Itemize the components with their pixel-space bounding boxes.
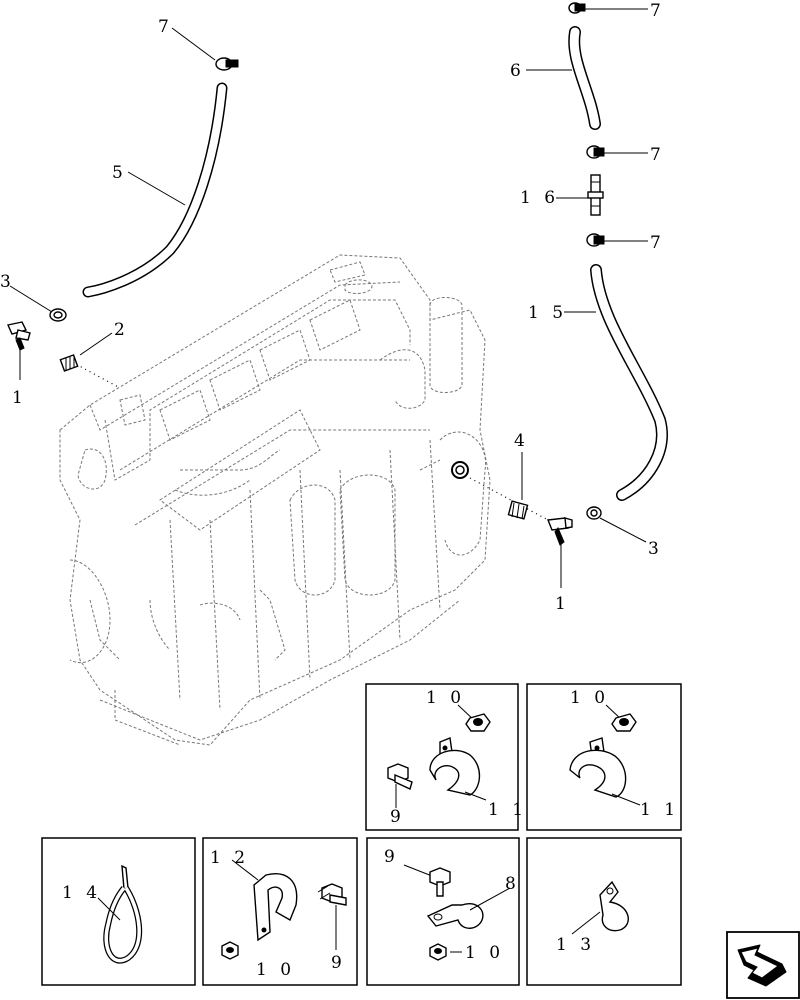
callout-10-box-b: 1 0 [570, 688, 609, 708]
inset-box-bracket [202, 837, 358, 986]
callout-13: 1 3 [556, 935, 595, 955]
callout-15: 1 5 [528, 303, 567, 323]
hose-15 [590, 264, 668, 501]
hose-clamp-7b [568, 2, 586, 14]
engine-port-inner [455, 465, 465, 475]
callout-11-box-b: 1 1 [640, 800, 679, 820]
callout-7-upper-middle: 7 [650, 145, 665, 165]
callout-7-top-right: 7 [650, 1, 665, 21]
callout-2: 2 [114, 320, 129, 340]
engine-block [59, 254, 491, 746]
callout-6: 6 [510, 61, 525, 81]
callout-14: 1 4 [62, 883, 101, 903]
callout-3-right: 3 [648, 539, 663, 559]
hose-connector-16 [587, 174, 604, 216]
hose-clamp-3a [49, 308, 67, 322]
callout-8: 8 [505, 874, 520, 894]
callout-1-left: 1 [12, 388, 27, 408]
hose-clamp-3b [586, 506, 602, 520]
hose-6 [568, 26, 601, 130]
alignment-line-left [71, 361, 121, 389]
callout-1-right: 1 [555, 594, 570, 614]
tee-fitting-1b [547, 517, 573, 546]
callout-9-box-clamp: 9 [384, 847, 399, 867]
next-page-arrow-icon[interactable] [726, 931, 800, 999]
inset-box-clamp-assembly-b [526, 683, 682, 831]
callout-5: 5 [112, 163, 127, 183]
callout-9-box-a: 9 [390, 807, 405, 827]
callout-9-box-bracket: 9 [331, 953, 346, 973]
hose-5 [82, 82, 228, 298]
callout-16: 1 6 [520, 188, 559, 208]
callout-10-box-bracket: 1 0 [256, 960, 295, 980]
callout-7-lower-middle: 7 [650, 233, 665, 253]
hose-clamp-7a [215, 57, 239, 71]
inset-box-clamp [366, 837, 520, 986]
callout-10-box-clamp: 1 0 [465, 943, 504, 963]
inset-box-clamp-assembly-a [365, 683, 519, 831]
callout-11-box-a: 1 1 [488, 800, 527, 820]
hose-clamp-7c [586, 145, 605, 159]
callout-3-left: 3 [0, 272, 15, 292]
inset-box-strap [41, 837, 196, 986]
callout-7-top-left: 7 [158, 17, 173, 37]
inset-box-clip [526, 837, 682, 986]
callout-10-box-a: 1 0 [426, 688, 465, 708]
adapter-2 [59, 354, 79, 372]
adapter-4 [507, 500, 529, 520]
hose-clamp-7d [586, 233, 605, 247]
leader-lines [9, 8, 648, 588]
callout-4: 4 [514, 431, 529, 451]
callout-12: 1 2 [210, 848, 249, 868]
tee-fitting-1a [7, 321, 31, 351]
